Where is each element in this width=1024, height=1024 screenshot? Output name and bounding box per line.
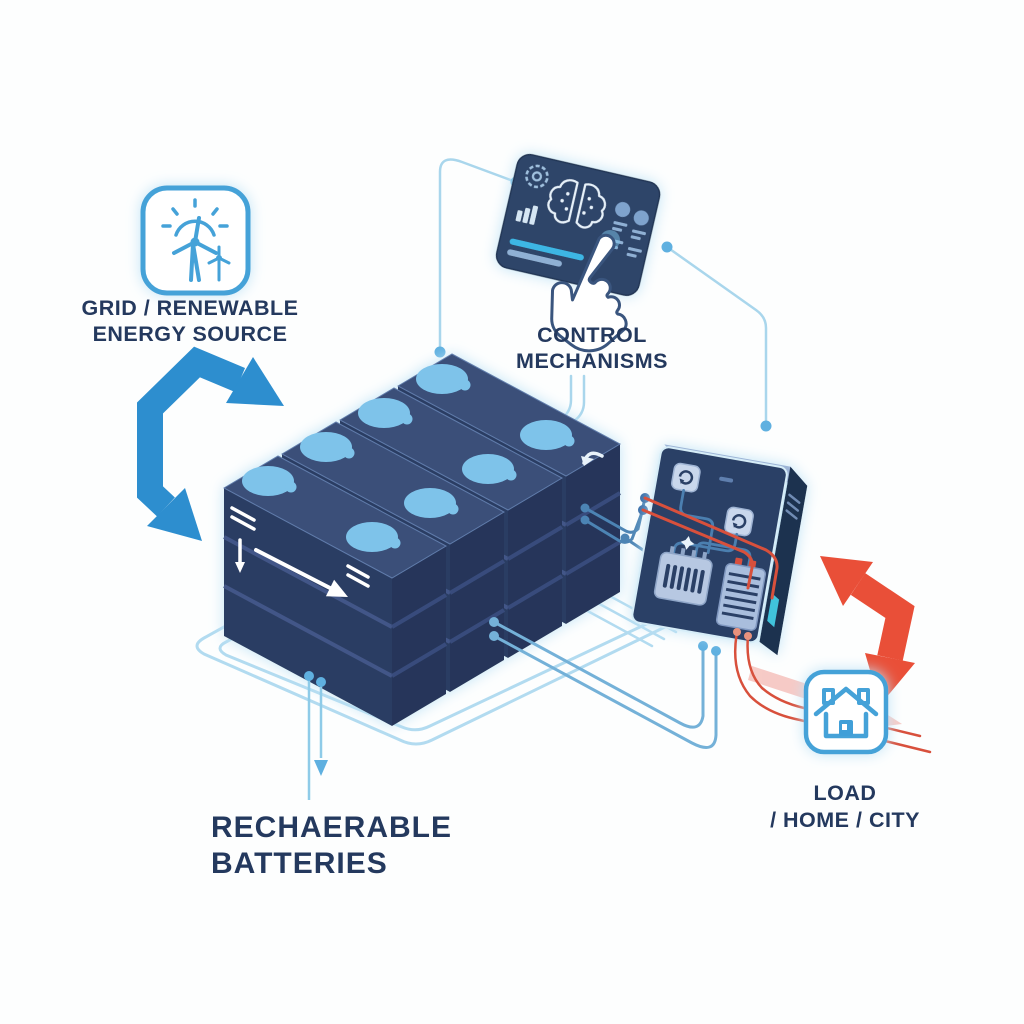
status-circles xyxy=(615,202,649,226)
connector-node xyxy=(620,533,630,543)
battery-terminal xyxy=(358,398,517,484)
side-port xyxy=(767,593,780,628)
connector-node xyxy=(489,617,499,627)
battery-terminal xyxy=(416,364,575,450)
connector-node xyxy=(580,503,590,513)
load-label-line2: / HOME / CITY xyxy=(770,808,920,832)
grid-source-icon xyxy=(140,185,251,296)
battery-terminal xyxy=(300,432,459,518)
control-label-line2: MECHANISMS xyxy=(516,349,668,373)
load-icon xyxy=(803,669,889,755)
batteries-label-line1: RECHAERABLE xyxy=(211,811,452,844)
return-arrow-mark xyxy=(581,451,604,466)
connector-battery-bottom-to-inverter xyxy=(489,617,721,749)
door-window xyxy=(842,724,847,730)
arrowhead xyxy=(820,556,873,606)
charge-flow-markings xyxy=(230,506,370,590)
source-label-line2: ENERGY SOURCE xyxy=(93,322,288,346)
batteries-label: RECHAERABLE BATTERIES xyxy=(211,811,452,880)
load-label: LOAD / HOME / CITY xyxy=(770,781,920,832)
red-wires-to-load xyxy=(733,628,932,754)
control-label-line1: CONTROL xyxy=(537,323,647,347)
connector-node xyxy=(698,641,708,651)
load-label-line1: LOAD xyxy=(814,781,877,805)
source-label-line1: GRID / RENEWABLE xyxy=(81,296,298,320)
battery-stack xyxy=(222,353,622,726)
connector-node xyxy=(744,632,752,640)
panel-dash xyxy=(719,476,734,483)
connector-node xyxy=(580,515,590,525)
hand-cursor-icon xyxy=(550,230,628,353)
brain-icon xyxy=(547,179,607,229)
breaker-button xyxy=(724,506,754,537)
star-node xyxy=(680,536,695,550)
flow-arrowhead xyxy=(325,579,348,597)
connector-node xyxy=(733,628,741,636)
control-label: CONTROL MECHANISMS xyxy=(516,323,668,373)
down-arrowhead xyxy=(314,760,328,776)
connector-node xyxy=(316,677,326,687)
charge-cycle-arrow xyxy=(137,346,284,541)
inverter-box xyxy=(631,444,808,656)
connector-node xyxy=(760,420,772,432)
arrowhead xyxy=(226,357,284,406)
source-label: GRID / RENEWABLE ENERGY SOURCE xyxy=(81,296,298,346)
wires-battery-to-inverter xyxy=(580,493,670,568)
battery-terminal xyxy=(242,466,401,552)
arrowhead xyxy=(147,488,202,541)
wind-turbine-sun-icon xyxy=(161,198,231,282)
bar-chart-icon xyxy=(515,205,539,225)
connector-battery-to-label xyxy=(304,671,328,800)
down-arrowhead xyxy=(235,562,245,573)
battery-unit xyxy=(222,455,448,726)
component-transformer xyxy=(715,557,767,631)
connector-control-to-inverter xyxy=(661,241,772,432)
red-wires xyxy=(641,496,779,600)
connector-node xyxy=(489,631,499,641)
connector-node xyxy=(711,646,721,656)
connector-node xyxy=(304,671,314,681)
breaker-button xyxy=(671,462,701,493)
component-terminal-block xyxy=(653,546,713,606)
connector-node xyxy=(661,241,673,253)
batteries-label-line2: BATTERIES xyxy=(211,847,388,880)
gear-icon xyxy=(525,164,549,189)
connector-node xyxy=(434,346,446,358)
control-panel xyxy=(495,153,661,297)
vent-slots xyxy=(785,493,801,520)
progress-bars xyxy=(507,238,584,267)
